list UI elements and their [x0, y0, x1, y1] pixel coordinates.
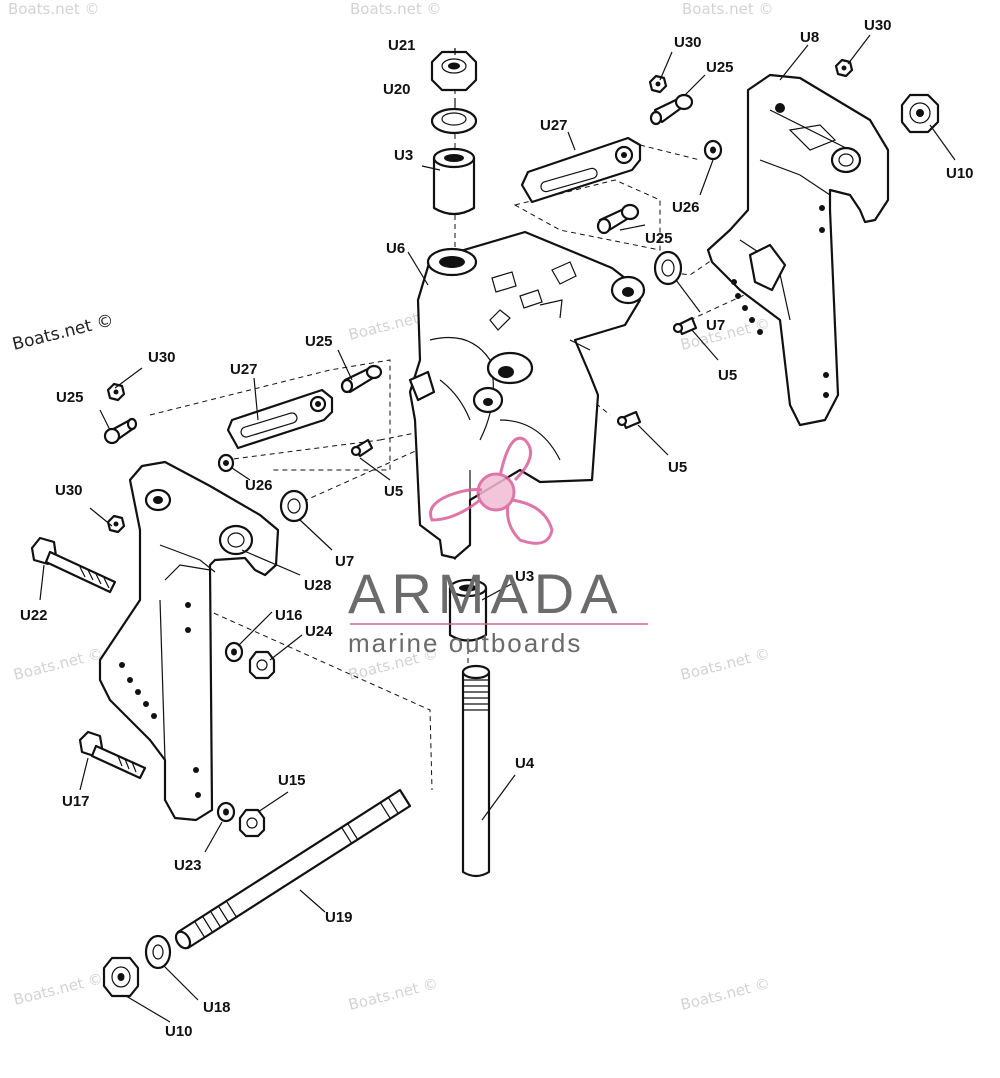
u21-hex-nut — [430, 50, 478, 92]
label-u8: U8 — [800, 29, 819, 46]
u18-washer — [144, 934, 172, 970]
u6-swivel-bracket — [408, 230, 646, 560]
label-u25-left-mid: U25 — [305, 333, 333, 350]
u5-grease-fitting-left — [350, 438, 374, 458]
label-u30-top-right: U30 — [864, 17, 892, 34]
u8-clamp-bracket-right — [706, 73, 890, 427]
u7-washer-right — [653, 250, 683, 286]
label-u30-left: U30 — [148, 349, 176, 366]
u26-washer-upper — [703, 139, 723, 161]
u24-nut — [248, 650, 276, 680]
label-u15: U15 — [278, 772, 306, 789]
label-u17: U17 — [62, 793, 90, 810]
u15-nut — [238, 808, 266, 838]
u5-grease-fitting-right — [616, 410, 642, 430]
u30-nut-left-low — [106, 514, 126, 534]
label-u3-bottom: U3 — [515, 568, 534, 585]
label-u28: U28 — [304, 577, 332, 594]
u22-bolt — [30, 536, 117, 594]
u27-link-left — [226, 388, 334, 450]
brand-name: ARMADA — [348, 562, 624, 625]
propeller-logo-icon — [429, 436, 554, 545]
label-u24: U24 — [305, 623, 333, 640]
label-u18: U18 — [203, 999, 231, 1016]
label-u10-right: U10 — [946, 165, 974, 182]
label-u30-left-low: U30 — [55, 482, 83, 499]
leader-lines — [39, 34, 956, 1023]
u25-bolt-mid — [596, 203, 640, 235]
u5-grease-fitting-right-top — [672, 316, 698, 336]
label-u7-right: U7 — [706, 317, 725, 334]
label-u25-mid: U25 — [645, 230, 673, 247]
watermark-text: Boats.net © — [682, 0, 774, 18]
label-u25-left: U25 — [56, 389, 84, 406]
label-u21: U21 — [388, 37, 416, 54]
label-u5-left: U5 — [384, 483, 403, 500]
u30-nut-upper — [648, 74, 668, 94]
u17-bolt — [78, 730, 147, 780]
label-u7-left: U7 — [335, 553, 354, 570]
label-u3-top: U3 — [394, 147, 413, 164]
label-u4: U4 — [515, 755, 535, 772]
watermark-text: Boats.net © — [347, 974, 440, 1014]
watermarks: Boats.net © Boats.net © Boats.net © Boat… — [8, 0, 774, 1014]
label-u20: U20 — [383, 81, 411, 98]
label-u27-top: U27 — [540, 117, 568, 134]
label-u5-right-top: U5 — [718, 367, 737, 384]
watermark-text-dark: Boats.net © — [10, 310, 115, 354]
u16-washer — [224, 641, 244, 663]
label-u27-left: U27 — [230, 361, 258, 378]
label-u5-right: U5 — [668, 459, 687, 476]
brand-tagline: marine outboards — [348, 628, 582, 658]
watermark-text: Boats.net © — [679, 644, 772, 684]
u26-washer-left — [217, 453, 235, 473]
u19-tilt-tube — [174, 788, 412, 950]
label-u26-left: U26 — [245, 477, 273, 494]
u27-link-upper — [520, 136, 642, 204]
u4-steering-pin — [461, 664, 491, 878]
u10-nut-bottom — [102, 956, 140, 998]
part-labels: U21 U20 U3 U6 U27 U30 U25 U8 U30 U10 U26… — [20, 17, 974, 1040]
u30-nut-left — [106, 382, 126, 402]
u25-bolt-upper — [649, 93, 694, 126]
label-u10-bottom: U10 — [165, 1023, 193, 1040]
label-u26-top: U26 — [672, 199, 700, 216]
label-u16: U16 — [275, 607, 303, 624]
label-u23: U23 — [174, 857, 202, 874]
watermark-text: Boats.net © — [350, 0, 442, 18]
u7-washer-left — [279, 489, 309, 523]
watermark-text: Boats.net © — [12, 969, 105, 1009]
watermark-text: Boats.net © — [12, 644, 105, 684]
u3-bushing-bottom — [448, 578, 488, 642]
label-u22: U22 — [20, 607, 48, 624]
u10-nut-right — [900, 93, 940, 134]
u3-bushing-top — [432, 147, 476, 216]
watermark-text: Boats.net © — [679, 974, 772, 1014]
u25-bolt-left-mid — [340, 364, 383, 394]
brand-logo — [429, 436, 554, 545]
u23-washer — [216, 801, 236, 823]
label-u25-top: U25 — [706, 59, 734, 76]
u28-clamp-bracket-left — [98, 460, 280, 822]
label-u30-top: U30 — [674, 34, 702, 51]
u25-bolt-left — [103, 417, 138, 445]
label-u6: U6 — [386, 240, 405, 257]
watermark-text: Boats.net © — [8, 0, 100, 18]
label-u19: U19 — [325, 909, 353, 926]
u20-washer — [430, 107, 478, 135]
